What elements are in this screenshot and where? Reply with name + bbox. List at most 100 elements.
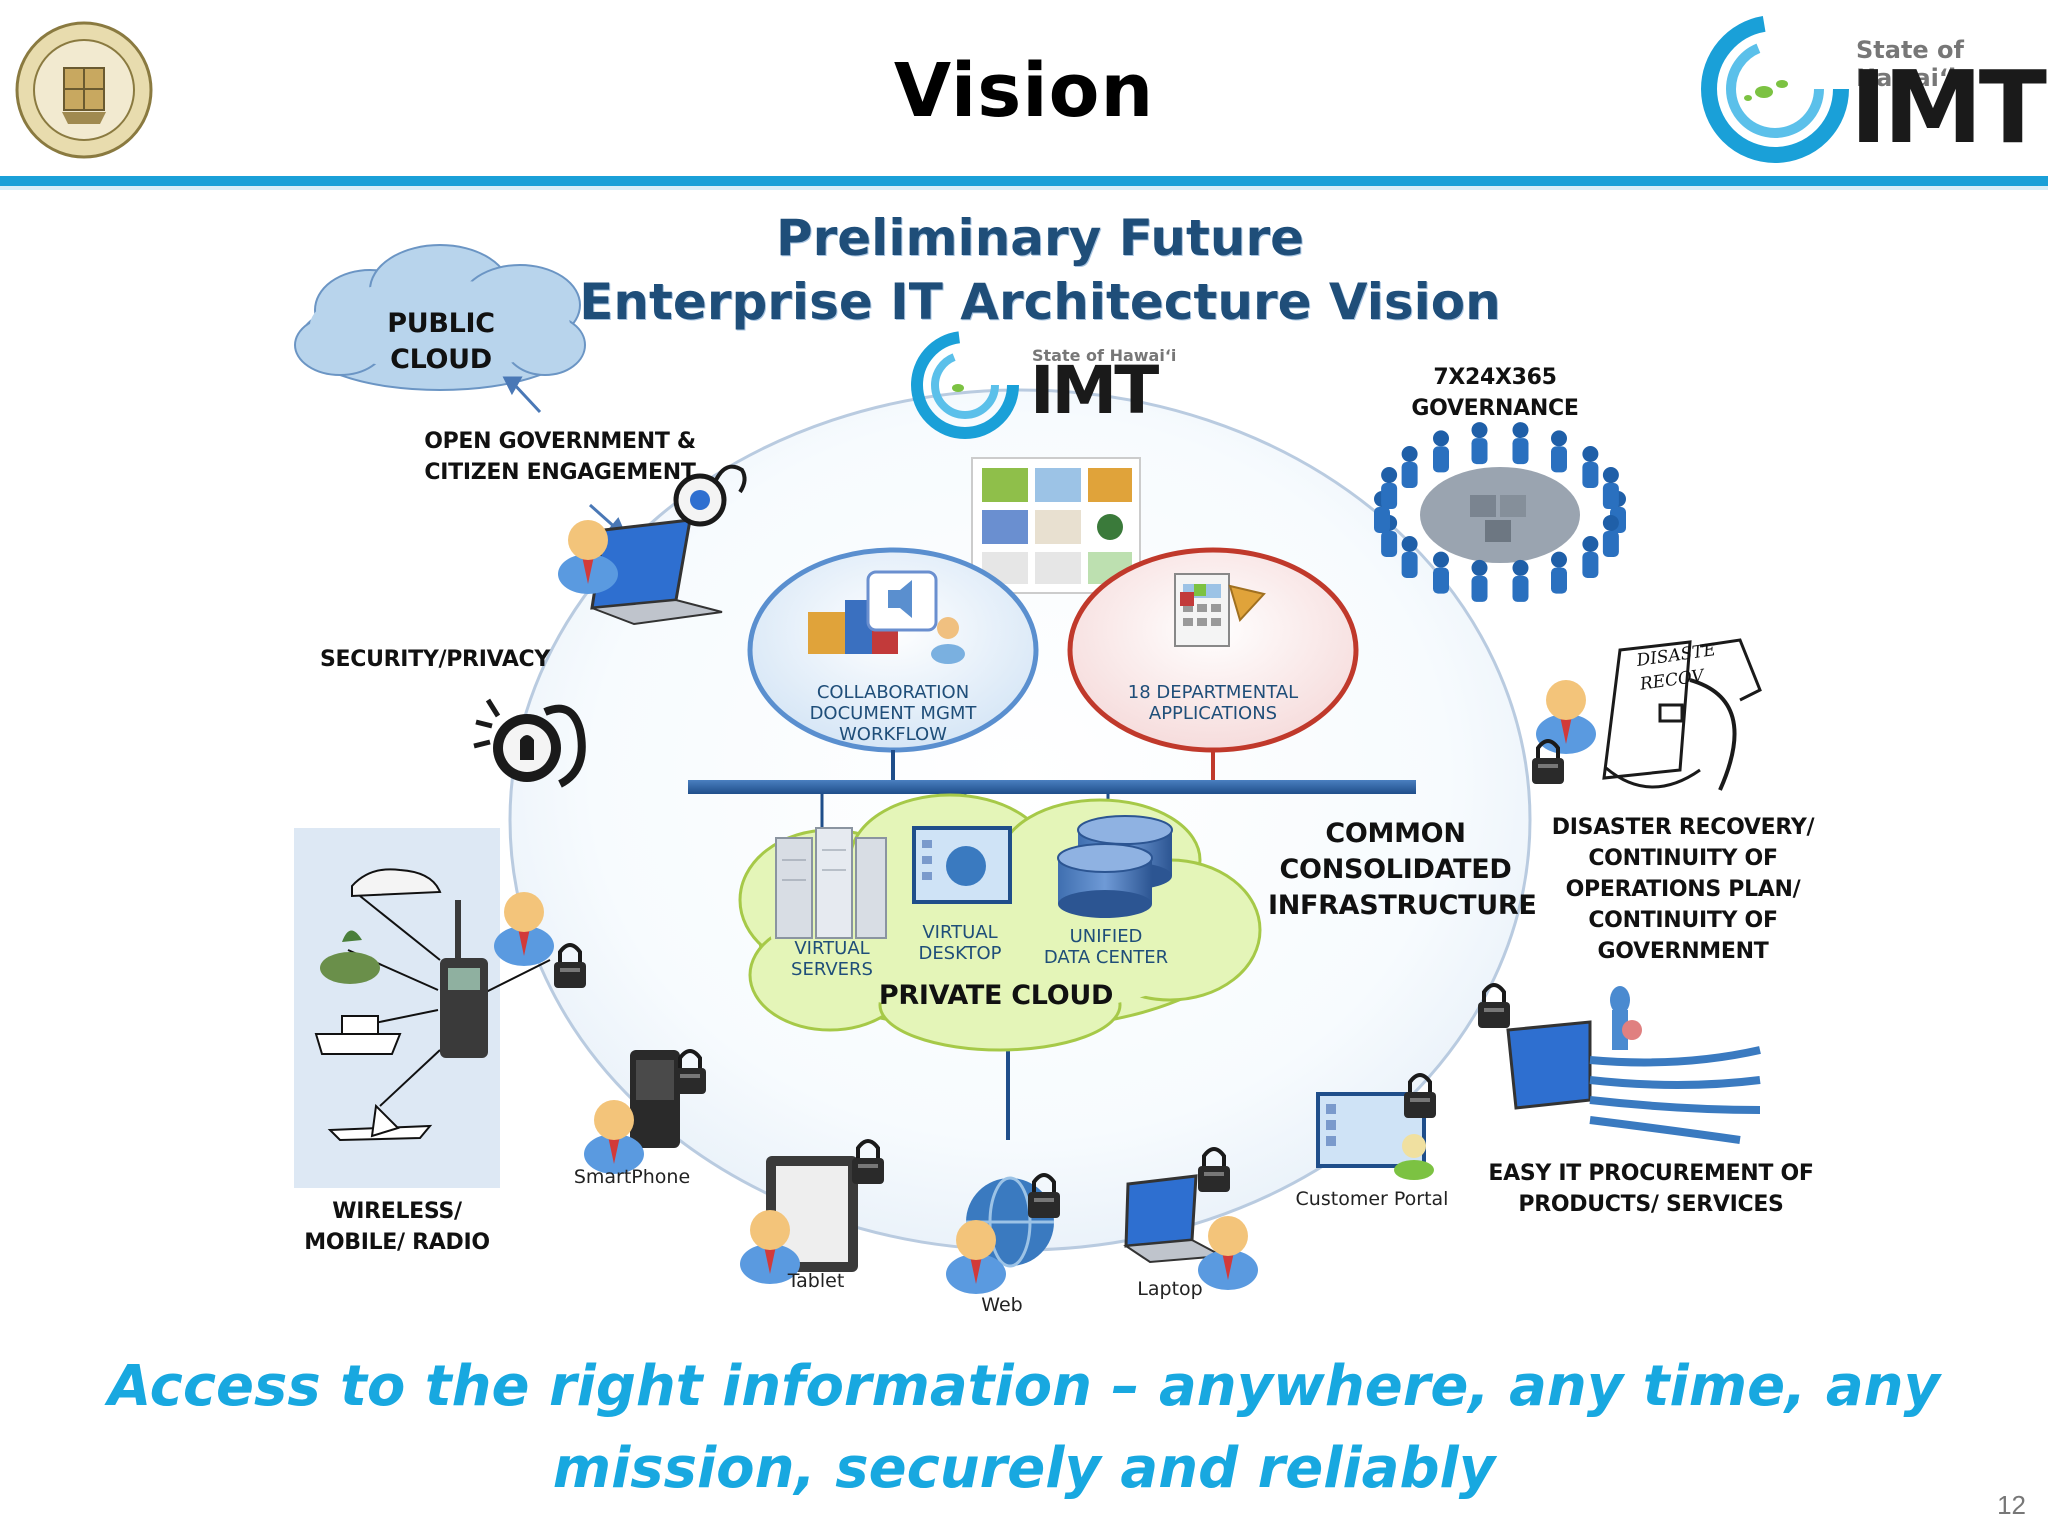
disaster-line2: CONTINUITY OF bbox=[1588, 846, 1778, 871]
virtual-servers-line1: VIRTUAL bbox=[794, 938, 870, 959]
imt-logo-text: IMT bbox=[1850, 49, 2047, 166]
disaster-line4: CONTINUITY OF bbox=[1588, 908, 1778, 933]
header-divider-shadow bbox=[0, 186, 2048, 190]
server-rack-icon bbox=[775, 827, 887, 939]
virtual-desktop-line1: VIRTUAL bbox=[922, 922, 998, 943]
padlock-icon bbox=[554, 943, 586, 988]
tagline: Access to the right information – anywhe… bbox=[0, 1346, 2048, 1510]
governance-person-icon bbox=[1471, 422, 1488, 465]
padlock-icon bbox=[1404, 1073, 1436, 1118]
state-seal bbox=[14, 20, 154, 160]
smartphone-icon bbox=[630, 1050, 680, 1148]
wireless-label: WIRELESS/ MOBILE/ RADIO bbox=[280, 1196, 514, 1258]
departmental-line1: 18 DEPARTMENTAL bbox=[1127, 682, 1299, 703]
header-divider bbox=[0, 176, 2048, 186]
governance-person-icon bbox=[1381, 467, 1398, 510]
governance-line2: GOVERNANCE bbox=[1411, 396, 1579, 421]
open-gov-laptop-icon bbox=[590, 464, 747, 626]
governance-line1: 7X24X365 bbox=[1433, 365, 1557, 390]
imt-logo-state: State of Hawai‘i bbox=[1856, 36, 1964, 92]
infrastructure-line3: INFRASTRUCTURE bbox=[1268, 890, 1537, 921]
collaboration-label: COLLABORATION DOCUMENT MGMT WORKFLOW bbox=[783, 682, 1003, 745]
page-title: Vision bbox=[893, 48, 1155, 134]
infrastructure-line1: COMMON bbox=[1325, 818, 1466, 849]
padlock-icon bbox=[852, 1139, 884, 1184]
collaboration-line3: WORKFLOW bbox=[839, 724, 947, 745]
procurement-icon bbox=[1506, 986, 1761, 1144]
governance-person-icon bbox=[1433, 430, 1449, 473]
governance-person-icon bbox=[1551, 430, 1567, 473]
user-avatar-icon bbox=[494, 892, 554, 966]
public-cloud-fill bbox=[310, 280, 570, 370]
user-avatar-icon bbox=[946, 1220, 1006, 1294]
center-imt-logo: State of Hawai‘i IMT bbox=[1030, 346, 1190, 426]
public-cloud-label: PUBLIC CLOUD bbox=[361, 306, 521, 378]
tagline-line2: mission, securely and reliably bbox=[552, 1436, 1496, 1501]
public-cloud-line1: PUBLIC bbox=[387, 308, 495, 339]
open-government-line1: OPEN GOVERNMENT & bbox=[424, 429, 696, 454]
governance-ring-icon bbox=[1420, 467, 1580, 563]
governance-person-icon bbox=[1551, 551, 1567, 594]
data-center-line2: DATA CENTER bbox=[1043, 947, 1169, 968]
user-avatars bbox=[494, 520, 1596, 1294]
disaster-recovery-sketch bbox=[1602, 638, 1762, 791]
laptop-label: Laptop bbox=[1137, 1278, 1203, 1300]
disaster-line5: GOVERNMENT bbox=[1597, 939, 1769, 964]
virtual-desktop-icon bbox=[912, 826, 1012, 904]
virtual-servers-label: VIRTUAL SERVERS bbox=[762, 938, 902, 980]
collaboration-line1: COLLABORATION bbox=[816, 682, 970, 703]
open-government-label: OPEN GOVERNMENT & CITIZEN ENGAGEMENT bbox=[410, 426, 710, 488]
procurement-label: EASY IT PROCUREMENT OF PRODUCTS/ SERVICE… bbox=[1484, 1158, 1818, 1220]
smartphone-label: SmartPhone bbox=[573, 1166, 691, 1188]
open-government-line2: CITIZEN ENGAGEMENT bbox=[424, 460, 696, 485]
governance-person-icon bbox=[1433, 551, 1449, 594]
diagram-title: Preliminary Future Enterprise IT Archite… bbox=[560, 206, 1520, 334]
private-cloud-label: PRIVATE CLOUD bbox=[878, 980, 1114, 1011]
user-avatar-icon bbox=[1198, 1216, 1258, 1290]
web-label: Web bbox=[981, 1294, 1023, 1316]
governance-person-icon bbox=[1602, 514, 1619, 557]
user-avatar-icon bbox=[740, 1210, 800, 1284]
governance-person-icon bbox=[1602, 467, 1619, 510]
departmental-label: 18 DEPARTMENTAL APPLICATIONS bbox=[1103, 682, 1323, 724]
center-imt-state: State of Hawai‘i bbox=[1032, 346, 1177, 365]
governance-person-icon bbox=[1401, 446, 1418, 489]
user-avatar-icon bbox=[558, 520, 618, 594]
departmental-line2: APPLICATIONS bbox=[1148, 703, 1278, 724]
tablet-icon bbox=[766, 1156, 858, 1272]
tablet-label: Tablet bbox=[787, 1270, 845, 1292]
imt-logo: State of Hawai‘i IMT bbox=[1700, 14, 2047, 166]
disaster-recovery-label: DISASTER RECOVERY/ CONTINUITY OF OPERATI… bbox=[1540, 812, 1826, 967]
infrastructure-line2: CONSOLIDATED bbox=[1279, 854, 1512, 885]
user-avatar-icon bbox=[584, 1100, 644, 1174]
virtual-desktop-label: VIRTUAL DESKTOP bbox=[900, 922, 1020, 964]
governance-person-icon bbox=[1401, 535, 1418, 578]
wireless-panel bbox=[294, 828, 551, 1188]
wireless-line1: WIRELESS/ bbox=[332, 1199, 462, 1224]
padlock-icon bbox=[1478, 983, 1510, 1028]
procurement-line1: EASY IT PROCUREMENT OF bbox=[1488, 1161, 1814, 1186]
padlock-icon bbox=[1028, 1173, 1060, 1218]
padlock-icon bbox=[674, 1049, 706, 1094]
disaster-line1: DISASTER RECOVERY/ bbox=[1551, 815, 1815, 840]
dashboard-thumbnail bbox=[971, 457, 1141, 594]
customer-portal-label: Customer Portal bbox=[1295, 1188, 1449, 1210]
collaboration-oval bbox=[747, 547, 1039, 753]
padlock-icon bbox=[1198, 1147, 1230, 1192]
governance-person-icon bbox=[1582, 446, 1599, 489]
padlock-icon bbox=[1532, 739, 1564, 784]
data-center-icon bbox=[1057, 815, 1173, 918]
public-cloud-line2: CLOUD bbox=[390, 344, 492, 375]
wireless-line2: MOBILE/ RADIO bbox=[304, 1230, 490, 1255]
center-imt-text: IMT bbox=[1030, 352, 1159, 429]
governance-people bbox=[1374, 422, 1626, 602]
page-number: 12 bbox=[1997, 1490, 2026, 1520]
security-lock-icon bbox=[473, 698, 586, 788]
governance-person-icon bbox=[1582, 535, 1599, 578]
data-center-label: UNIFIED DATA CENTER bbox=[1036, 926, 1176, 968]
virtual-servers-line2: SERVERS bbox=[791, 959, 873, 980]
tagline-line1: Access to the right information – anywhe… bbox=[108, 1354, 1940, 1419]
center-imt-swirl bbox=[911, 331, 1019, 439]
security-label: SECURITY/PRIVACY bbox=[319, 647, 551, 672]
